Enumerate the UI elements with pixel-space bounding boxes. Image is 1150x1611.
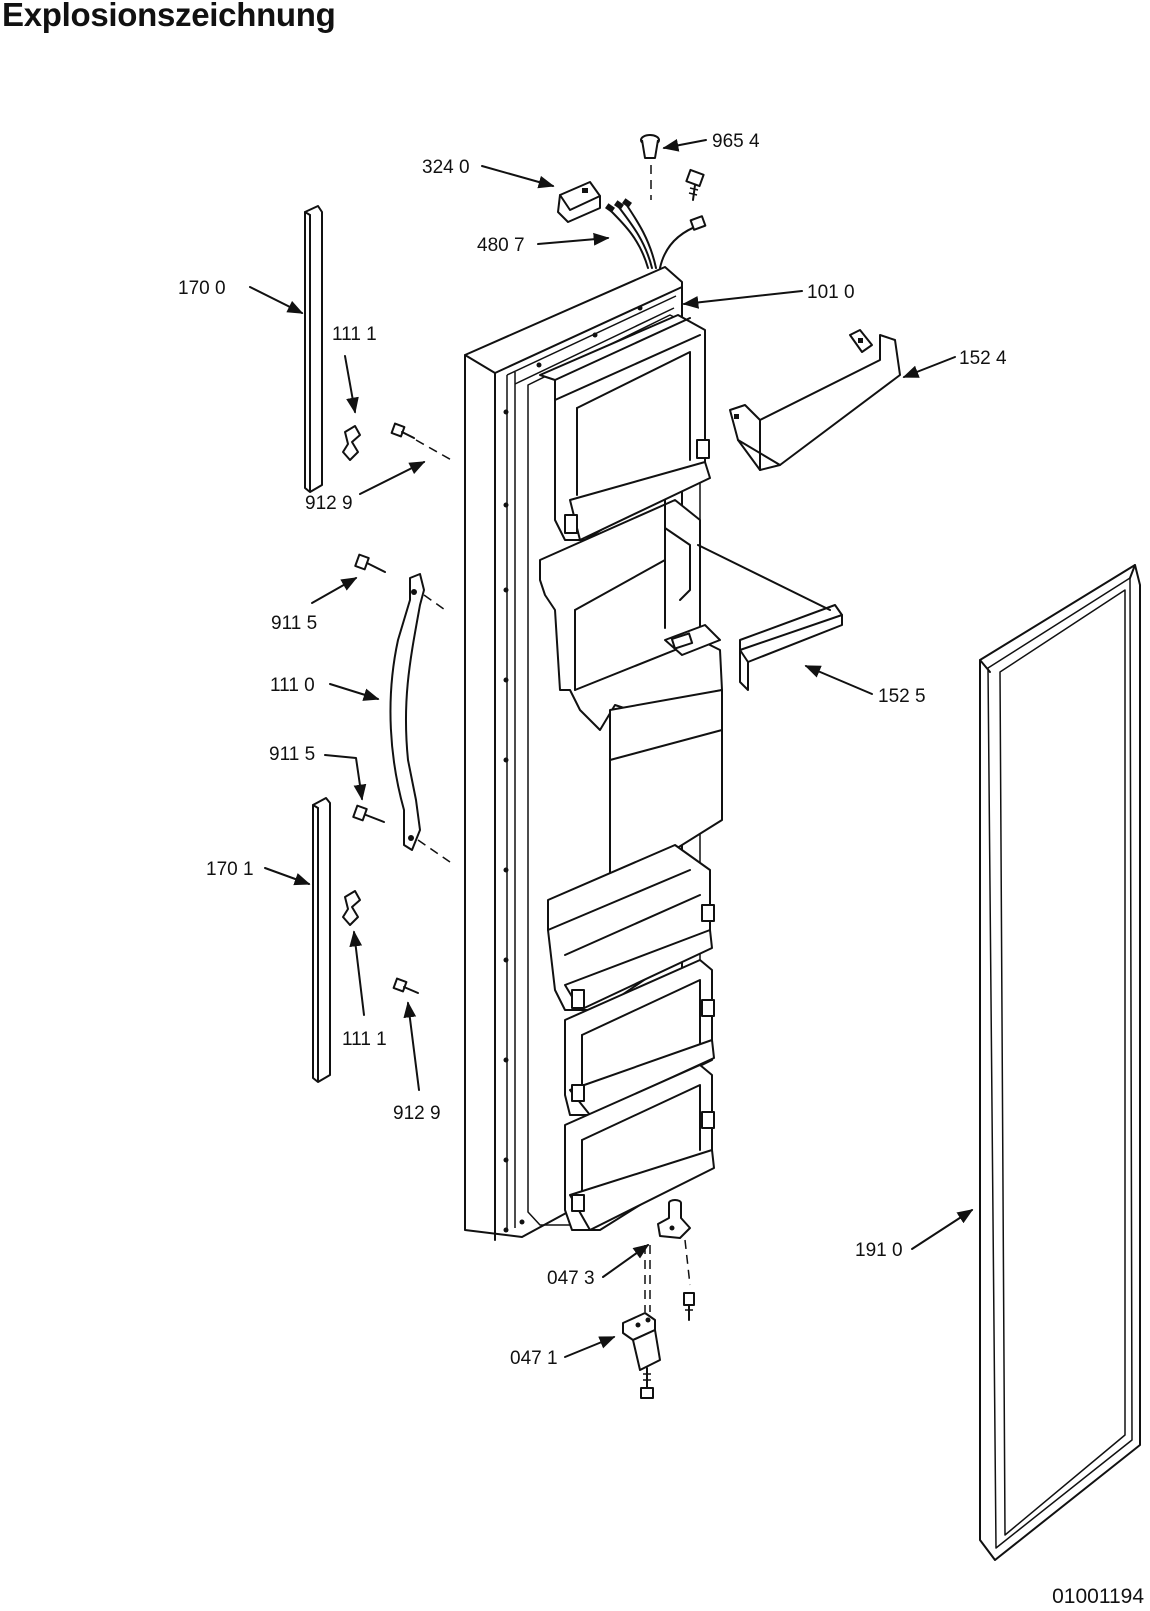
lamp-socket-965 [640, 134, 660, 200]
callout-label: 152 5 [878, 686, 926, 707]
clip-111-1-upper [342, 425, 361, 461]
callout-label: 047 3 [547, 1268, 595, 1289]
callout-label: 911 5 [271, 613, 317, 634]
trim-strip-152-5 [697, 544, 843, 691]
door-bin-152-4 [729, 329, 901, 471]
callout-label: 111 0 [270, 675, 315, 696]
screw-911-upper [354, 553, 386, 573]
screw-hinge-right [683, 1292, 695, 1321]
page-title: Explosionszeichnung [2, 0, 336, 33]
screw-912-lower [392, 977, 419, 994]
callout-label: 191 0 [855, 1240, 903, 1261]
hinge-pin-047-3 [657, 1199, 691, 1286]
screw-hinge-bottom [640, 1367, 654, 1399]
leader-lines [249, 139, 974, 1358]
clip-111-1-lower [342, 890, 361, 926]
screw-top [685, 168, 705, 201]
callout-label: 324 0 [422, 157, 470, 178]
callout-label: 965 4 [712, 131, 760, 152]
door-handle-111-0 [389, 573, 451, 863]
callout-label: 911 5 [269, 744, 315, 765]
drawing-number: 01001194 [1052, 1585, 1144, 1608]
trim-strip-170-0 [304, 205, 323, 493]
callout-label: 111 1 [332, 324, 377, 345]
connector-324 [557, 181, 601, 223]
callout-label: 480 7 [477, 235, 525, 256]
trim-strip-170-1 [312, 797, 331, 1083]
callout-labels: 324 0 965 4 480 7 101 0 170 0 111 1 152 … [178, 131, 1007, 1369]
callout-label: 170 1 [206, 859, 254, 880]
callout-label: 101 0 [807, 282, 855, 303]
callout-label: 152 4 [959, 348, 1007, 369]
callout-label: 047 1 [510, 1348, 558, 1369]
callout-label: 170 0 [178, 278, 226, 299]
callout-label: 111 1 [342, 1029, 387, 1050]
door-panel [464, 266, 723, 1241]
callout-label: 912 9 [305, 493, 353, 514]
hinge-plate-047-1 [622, 1245, 661, 1371]
door-gasket-191 [979, 564, 1141, 1561]
screw-911-lower [352, 804, 385, 823]
wiring-harness-480 [605, 198, 707, 269]
callout-label: 912 9 [393, 1103, 441, 1124]
screw-912-upper [390, 422, 456, 463]
